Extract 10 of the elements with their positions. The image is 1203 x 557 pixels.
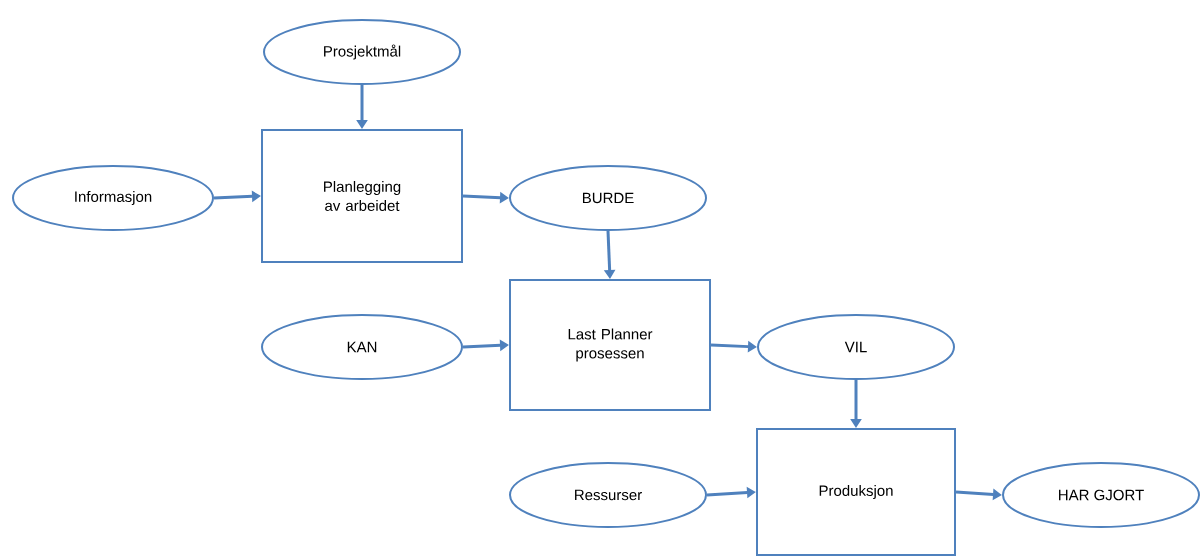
ellipse-node: Ressurser (509, 462, 707, 528)
ellipse-node: Informasjon (12, 165, 214, 231)
process-box: Last Planner prosessen (509, 279, 711, 411)
process-box: Produksjon (756, 428, 956, 556)
ellipse-node: BURDE (509, 165, 707, 231)
ellipse-node: Prosjektmål (263, 19, 461, 85)
ellipse-node: HAR GJORT (1002, 462, 1200, 528)
ellipse-node: KAN (261, 314, 463, 380)
process-box: Planlegging av arbeidet (261, 129, 463, 263)
ellipse-node: VIL (757, 314, 955, 380)
